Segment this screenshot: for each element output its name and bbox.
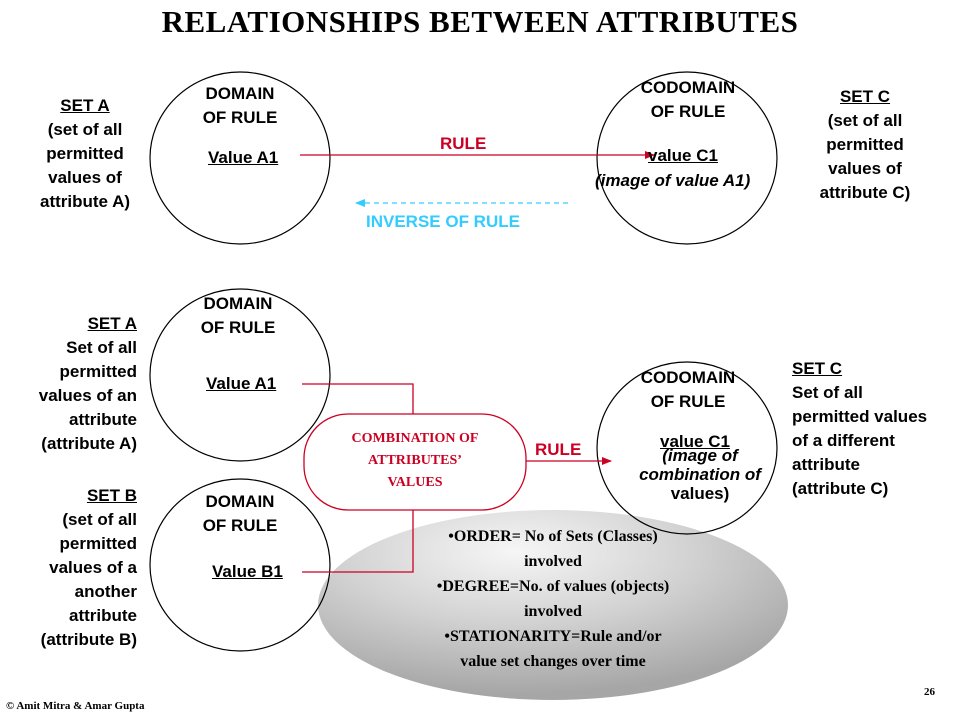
- note-order-text: ORDER= No of Sets (Classes): [453, 528, 658, 545]
- combination-line2: ATTRIBUTES’: [368, 453, 462, 468]
- bottom-set-b-line: (set of all: [62, 510, 137, 529]
- bottom-set-a: SET A Set of all permitted values of an …: [0, 312, 137, 456]
- notes-list: •ORDER= No of Sets (Classes) involved •D…: [360, 524, 746, 674]
- bottom-domain-b-line1: DOMAIN: [205, 492, 275, 511]
- bottom-set-a-line: values of an: [38, 386, 137, 405]
- page-number: 26: [924, 686, 935, 698]
- top-value-c1: value C1: [648, 146, 718, 165]
- top-set-a-line: permitted: [46, 144, 124, 163]
- note-degree: •DEGREE=No. of values (objects): [436, 578, 670, 595]
- note-order-cont: involved: [524, 553, 582, 570]
- bottom-codomain-circle: [596, 361, 778, 535]
- top-set-a-line: (set of all: [47, 120, 123, 139]
- top-set-c-line: attribute C): [819, 183, 911, 202]
- bottom-domain-a-label: DOMAIN OF RULE: [178, 292, 298, 340]
- bottom-set-a-heading: SET A: [87, 314, 137, 333]
- bottom-set-c-line: (attribute C): [792, 479, 889, 498]
- top-set-c-line: (set of all: [827, 111, 903, 130]
- note-degree-text: DEGREE=No. of values (objects): [442, 578, 670, 595]
- bottom-value-a1: Value A1: [206, 374, 277, 393]
- bottom-set-a-line: (attribute A): [41, 434, 137, 453]
- top-domain-line2: OF RULE: [202, 108, 278, 127]
- top-image-of-value: (image of value A1): [595, 171, 751, 190]
- bottom-image-line2: combination of: [639, 465, 761, 484]
- note-degree-cont: involved: [524, 603, 582, 620]
- top-value-a1: Value A1: [208, 148, 279, 167]
- note-stationarity-cont: value set changes over time: [460, 653, 646, 670]
- bottom-set-b-line: permitted: [59, 534, 137, 553]
- bottom-image-of-combination: (image of combination of values): [620, 446, 780, 503]
- bottom-set-a-line: attribute: [69, 410, 137, 429]
- page-title: RELATIONSHIPS BETWEEN ATTRIBUTES: [161, 4, 799, 39]
- bottom-image-line1: (image of: [662, 446, 738, 465]
- bottom-domain-b-circle: [149, 478, 331, 652]
- bottom-domain-b-label: DOMAIN OF RULE: [180, 490, 300, 538]
- top-domain-circle: [149, 71, 331, 245]
- top-set-c-heading: SET C: [839, 87, 891, 106]
- bottom-codomain-label: CODOMAIN OF RULE: [618, 366, 758, 414]
- bottom-set-b-heading: SET B: [86, 486, 137, 505]
- top-domain-label: DOMAIN OF RULE: [180, 82, 300, 130]
- top-set-a-line: values of: [48, 168, 122, 187]
- combination-line1: COMBINATION OF: [351, 431, 479, 446]
- bottom-set-c-line: permitted values: [792, 407, 928, 426]
- bottom-set-a-line: permitted: [59, 362, 137, 381]
- top-codomain-line2: OF RULE: [650, 102, 726, 121]
- bottom-rule-label: RULE: [535, 440, 582, 459]
- bottom-set-b: SET B (set of all permitted values of a …: [0, 484, 137, 652]
- bottom-value-b1: Value B1: [212, 562, 283, 581]
- bottom-set-a-line: Set of all: [66, 338, 137, 357]
- top-codomain-label: CODOMAIN OF RULE: [618, 76, 758, 124]
- note-stationarity: •STATIONARITY=Rule and/or: [444, 628, 662, 645]
- bottom-set-c: SET C Set of all permitted values of a d…: [792, 357, 927, 501]
- bottom-set-c-heading: SET C: [792, 359, 843, 378]
- bottom-domain-a-line1: DOMAIN: [203, 294, 273, 313]
- combination-line3: VALUES: [387, 475, 443, 490]
- bottom-value-c1: value C1: [660, 432, 730, 451]
- top-codomain-line1: CODOMAIN: [640, 78, 736, 97]
- bottom-set-b-line: (attribute B): [40, 630, 137, 649]
- note-order: •ORDER= No of Sets (Classes): [448, 528, 658, 545]
- copyright: © Amit Mitra & Amar Gupta: [6, 700, 145, 712]
- top-set-a-heading: SET A: [60, 96, 110, 115]
- bottom-codomain-line2: OF RULE: [650, 392, 726, 411]
- top-rule-label: RULE: [440, 134, 487, 153]
- bottom-codomain-line1: CODOMAIN: [640, 368, 736, 387]
- inverse-rule-label: INVERSE OF RULE: [366, 212, 520, 231]
- bottom-domain-b-line2: OF RULE: [202, 516, 278, 535]
- top-domain-line1: DOMAIN: [205, 84, 275, 103]
- top-set-c: SET C (set of all permitted values of at…: [790, 85, 940, 205]
- bottom-set-c-line: attribute: [792, 455, 860, 474]
- value-a1-connector: [302, 383, 414, 414]
- bottom-set-b-line: values of a: [49, 558, 137, 577]
- top-set-c-line: values of: [828, 159, 902, 178]
- top-set-c-line: permitted: [826, 135, 904, 154]
- bottom-set-c-line: Set of all: [792, 383, 863, 402]
- notes-ellipse: [318, 510, 788, 700]
- combination-label: COMBINATION OF ATTRIBUTES’ VALUES: [304, 428, 526, 494]
- note-stationarity-text: STATIONARITY=Rule and/or: [449, 628, 662, 645]
- top-codomain-circle: [596, 71, 778, 245]
- bottom-set-c-line: of a different: [792, 431, 895, 450]
- bottom-set-b-line: another: [74, 582, 137, 601]
- bottom-image-line3: values): [670, 484, 730, 503]
- combination-box: [303, 413, 527, 511]
- value-b1-connector: [302, 510, 414, 573]
- top-set-a: SET A (set of all permitted values of at…: [0, 94, 170, 214]
- top-set-a-line: attribute A): [39, 192, 131, 211]
- bottom-domain-a-line2: OF RULE: [200, 318, 276, 337]
- bottom-set-b-line: attribute: [69, 606, 137, 625]
- bottom-domain-a-circle: [149, 288, 331, 462]
